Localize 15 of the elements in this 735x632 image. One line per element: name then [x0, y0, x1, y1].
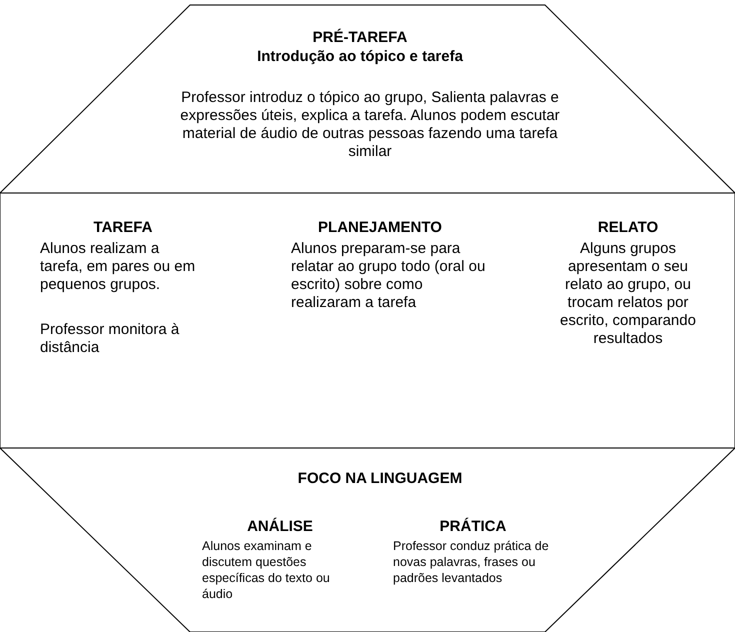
description-text: Alunos examinam e discutem questões específicas do texto ou áudio — [202, 538, 331, 602]
description-text: Professor conduz prática de novas palavras, frases ou padrões levantados — [393, 538, 550, 586]
description-text: Professor introduz o tópico ao grupo, Salienta palavras e expressões úteis, explica a tarefa. Alunos podem escutar material de áudio de outras pessoas fazendo uma tarefa similar — [179, 89, 561, 161]
section-heading: RELATO — [596, 219, 660, 237]
description-text: Alunos preparam-se para relatar ao grupo todo (oral ou escrito) sobre como realizaram a tarefa — [291, 240, 486, 312]
section-heading: FOCO NA LINGUAGEM — [296, 470, 464, 488]
description-text: Professor monitora à distância — [40, 321, 180, 357]
section-heading: PRÁTICA — [438, 518, 508, 536]
section-heading: ANÁLISE — [246, 518, 314, 536]
section-heading: PRÉ-TAREFA — [312, 29, 408, 47]
section-subtitle: Introdução ao tópico e tarefa — [256, 48, 464, 66]
description-text: Alunos realizam a tarefa, em pares ou em pequenos grupos. — [40, 240, 196, 294]
section-heading: TAREFA — [92, 219, 154, 237]
description-text: Alguns grupos apresentam o seu relato ao grupo, ou trocam relatos por escrito, comparando resultados — [559, 240, 697, 348]
section-heading: PLANEJAMENTO — [317, 219, 443, 237]
